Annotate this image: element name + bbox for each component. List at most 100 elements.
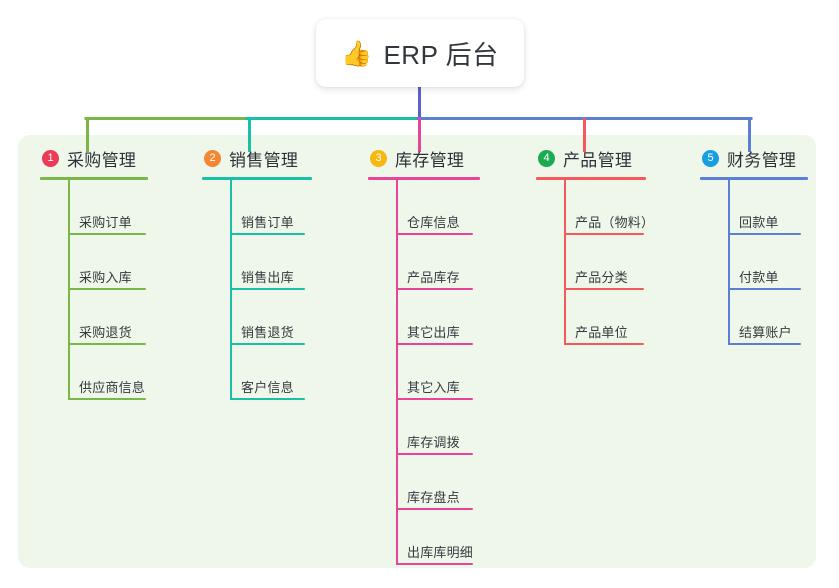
leaf-label: 其它入库 [407, 380, 460, 395]
leaf-label: 仓库信息 [407, 215, 460, 230]
leaf-underline [396, 453, 473, 455]
branch-spine-5 [728, 180, 730, 345]
branch-title-1: 采购管理 [67, 150, 137, 170]
leaf-underline [396, 288, 473, 290]
root-node[interactable]: 👍 ERP 后台 [316, 19, 524, 87]
leaf-label: 产品库存 [407, 270, 460, 285]
leaf-node[interactable]: 付款单 [700, 235, 812, 290]
leaf-node[interactable]: 销售订单 [202, 180, 315, 235]
leaf-label: 采购退货 [79, 325, 132, 340]
root-node-label: ERP 后台 [383, 39, 499, 70]
branch-underline-2 [202, 177, 312, 180]
leaf-node[interactable]: 采购订单 [40, 180, 158, 235]
leaf-label: 销售订单 [241, 215, 294, 230]
leaf-node[interactable]: 结算账户 [700, 290, 812, 345]
leaf-label: 其它出库 [407, 325, 460, 340]
leaf-underline [68, 233, 146, 235]
branch-leaf-list-2: 销售订单销售出库销售退货客户信息 [202, 180, 315, 400]
leaf-underline [396, 563, 473, 565]
branch-badge-1: 1 [42, 149, 59, 167]
branch-underline-1 [40, 177, 148, 180]
branch-header-5[interactable]: 5 财务管理 [700, 146, 812, 170]
leaf-underline [728, 288, 801, 290]
leaf-node[interactable]: 客户信息 [202, 345, 315, 400]
leaf-underline [728, 343, 801, 345]
leaf-node[interactable]: 供应商信息 [40, 345, 158, 400]
branch-badge-2: 2 [204, 149, 221, 167]
leaf-underline [564, 233, 644, 235]
branch-header-4[interactable]: 4 产品管理 [536, 146, 654, 170]
leaf-label: 回款单 [739, 215, 779, 230]
leaf-label: 付款单 [739, 270, 779, 285]
leaf-underline [230, 288, 305, 290]
branch-column-1[interactable]: 1 采购管理采购订单采购入库采购退货供应商信息 [40, 146, 158, 400]
leaf-underline [564, 343, 644, 345]
branch-spine-3 [396, 180, 398, 565]
leaf-underline [396, 508, 473, 510]
branch-column-2[interactable]: 2 销售管理销售订单销售出库销售退货客户信息 [202, 146, 315, 400]
thumbs-up-icon: 👍 [341, 38, 373, 68]
branch-spine-1 [68, 180, 70, 400]
leaf-node[interactable]: 库存调拨 [368, 400, 486, 455]
leaf-label: 库存盘点 [407, 490, 460, 505]
leaf-node[interactable]: 产品库存 [368, 235, 486, 290]
leaf-label: 采购入库 [79, 270, 132, 285]
leaf-underline [564, 288, 644, 290]
branch-leaf-list-1: 采购订单采购入库采购退货供应商信息 [40, 180, 158, 400]
leaf-node[interactable]: 回款单 [700, 180, 812, 235]
branch-badge-3: 3 [370, 149, 387, 167]
leaf-node[interactable]: 产品分类 [536, 235, 654, 290]
leaf-node[interactable]: 其它入库 [368, 345, 486, 400]
leaf-label: 销售出库 [241, 270, 294, 285]
leaf-label: 库存调拨 [407, 435, 460, 450]
leaf-node[interactable]: 产品（物料） [536, 180, 654, 235]
leaf-underline [68, 288, 146, 290]
branch-column-5[interactable]: 5 财务管理回款单付款单结算账户 [700, 146, 812, 345]
leaf-underline [230, 343, 305, 345]
leaf-node[interactable]: 仓库信息 [368, 180, 486, 235]
branch-column-3[interactable]: 3 库存管理仓库信息产品库存其它出库其它入库库存调拨库存盘点出库库明细 [368, 146, 486, 565]
branch-badge-4: 4 [538, 149, 555, 167]
branch-header-1[interactable]: 1 采购管理 [40, 146, 158, 170]
leaf-label: 结算账户 [739, 325, 792, 340]
leaf-node[interactable]: 销售退货 [202, 290, 315, 345]
leaf-node[interactable]: 其它出库 [368, 290, 486, 345]
branch-title-4: 产品管理 [563, 150, 633, 170]
leaf-label: 采购订单 [79, 215, 132, 230]
leaf-label: 产品（物料） [575, 215, 655, 230]
leaf-label: 销售退货 [241, 325, 294, 340]
leaf-label: 产品分类 [575, 270, 628, 285]
branch-title-3: 库存管理 [395, 150, 465, 170]
leaf-underline [396, 233, 473, 235]
leaf-underline [230, 398, 305, 400]
branch-column-4[interactable]: 4 产品管理产品（物料） 产品分类产品单位 [536, 146, 654, 345]
branch-leaf-list-4: 产品（物料） 产品分类产品单位 [536, 180, 654, 345]
branch-title-5: 财务管理 [727, 150, 797, 170]
branch-leaf-list-5: 回款单付款单结算账户 [700, 180, 812, 345]
leaf-underline [230, 233, 305, 235]
leaf-node[interactable]: 产品单位 [536, 290, 654, 345]
branch-spine-4 [564, 180, 566, 345]
branch-badge-5: 5 [702, 149, 719, 167]
leaf-node[interactable]: 销售出库 [202, 235, 315, 290]
branch-title-2: 销售管理 [229, 150, 299, 170]
leaf-node[interactable]: 出库库明细 [368, 510, 486, 565]
leaf-underline [68, 343, 146, 345]
leaf-underline [396, 343, 473, 345]
branch-leaf-list-3: 仓库信息产品库存其它出库其它入库库存调拨库存盘点出库库明细 [368, 180, 486, 565]
leaf-node[interactable]: 采购退货 [40, 290, 158, 345]
branch-underline-4 [536, 177, 646, 180]
branch-underline-5 [700, 177, 808, 180]
branch-header-3[interactable]: 3 库存管理 [368, 146, 486, 170]
branch-header-2[interactable]: 2 销售管理 [202, 146, 315, 170]
leaf-label: 客户信息 [241, 380, 294, 395]
branches-panel [18, 135, 816, 568]
leaf-label: 产品单位 [575, 325, 628, 340]
leaf-node[interactable]: 采购入库 [40, 235, 158, 290]
branch-spine-2 [230, 180, 232, 400]
leaf-label: 供应商信息 [79, 380, 146, 395]
leaf-underline [396, 398, 473, 400]
root-node-content: 👍 ERP 后台 [341, 35, 498, 72]
leaf-node[interactable]: 库存盘点 [368, 455, 486, 510]
